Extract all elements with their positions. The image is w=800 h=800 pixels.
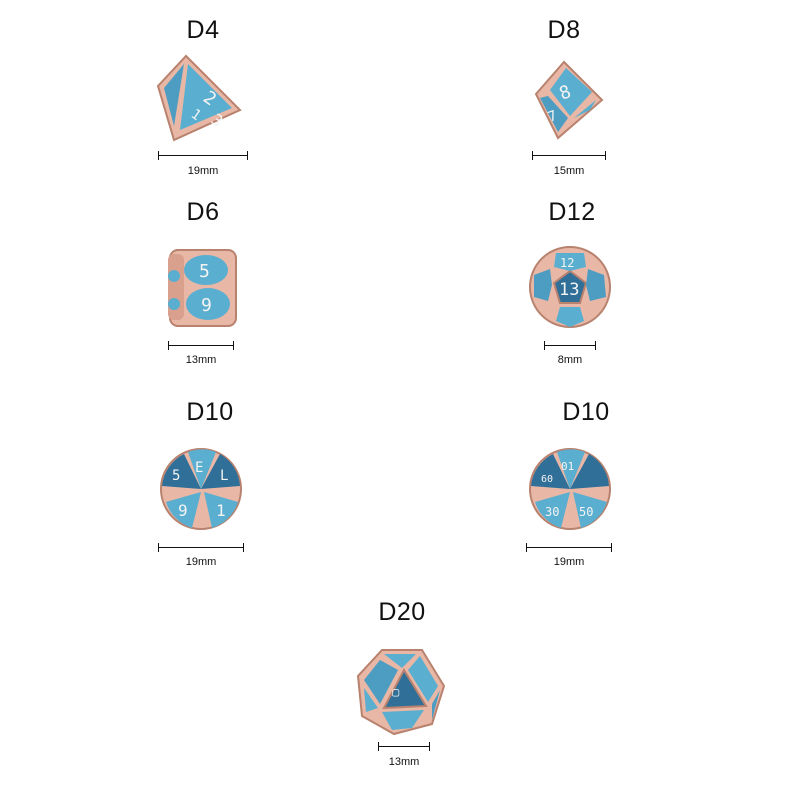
d12-title: D12 xyxy=(548,198,596,226)
svg-text:1: 1 xyxy=(216,501,226,520)
svg-text:60: 60 xyxy=(541,474,553,485)
d20-title: D20 xyxy=(378,598,426,626)
svg-text:50: 50 xyxy=(579,505,593,519)
d6-title: D6 xyxy=(186,198,220,226)
svg-text:01: 01 xyxy=(561,460,574,473)
svg-text:13: 13 xyxy=(559,280,579,300)
d4-size-ruler xyxy=(158,151,248,160)
d4-dice-image: 2 3 1 xyxy=(156,54,242,142)
d10-left-title: D10 xyxy=(186,398,234,426)
d10-left-dice-image: E L 5 9 1 xyxy=(160,448,242,530)
d10-right-size-ruler xyxy=(526,543,612,552)
svg-text:12: 12 xyxy=(560,256,574,270)
svg-text:30: 30 xyxy=(545,505,559,519)
svg-text:5: 5 xyxy=(199,261,210,282)
d8-size-text: 15mm xyxy=(553,165,585,177)
d20-dice-image: ▢ xyxy=(356,649,446,736)
d20-size-ruler xyxy=(378,742,430,751)
d10-right-title: D10 xyxy=(562,398,610,426)
d6-size-text: 13mm xyxy=(185,354,217,366)
d12-size-ruler xyxy=(544,341,596,350)
d12-dice-image: 13 12 xyxy=(529,246,611,328)
svg-text:E: E xyxy=(195,460,203,476)
svg-text:9: 9 xyxy=(178,501,188,520)
d8-title: D8 xyxy=(547,16,581,44)
d4-size-text: 19mm xyxy=(187,165,219,177)
svg-text:▢: ▢ xyxy=(392,685,399,699)
svg-text:L: L xyxy=(220,468,228,484)
svg-text:5: 5 xyxy=(172,468,180,484)
d10-right-dice-image: 01 60 30 50 xyxy=(529,448,611,530)
d8-dice-image: 8 7 xyxy=(534,60,604,140)
d6-size-ruler xyxy=(168,341,234,350)
d10-left-size-text: 19mm xyxy=(185,556,217,568)
d20-size-text: 13mm xyxy=(388,756,420,768)
d12-size-text: 8mm xyxy=(557,354,583,366)
d4-title: D4 xyxy=(186,16,220,44)
d8-size-ruler xyxy=(532,151,606,160)
d6-dice-image: 5 9 xyxy=(168,249,237,327)
d10-right-size-text: 19mm xyxy=(553,556,585,568)
svg-text:9: 9 xyxy=(201,295,212,316)
d10-left-size-ruler xyxy=(158,543,244,552)
